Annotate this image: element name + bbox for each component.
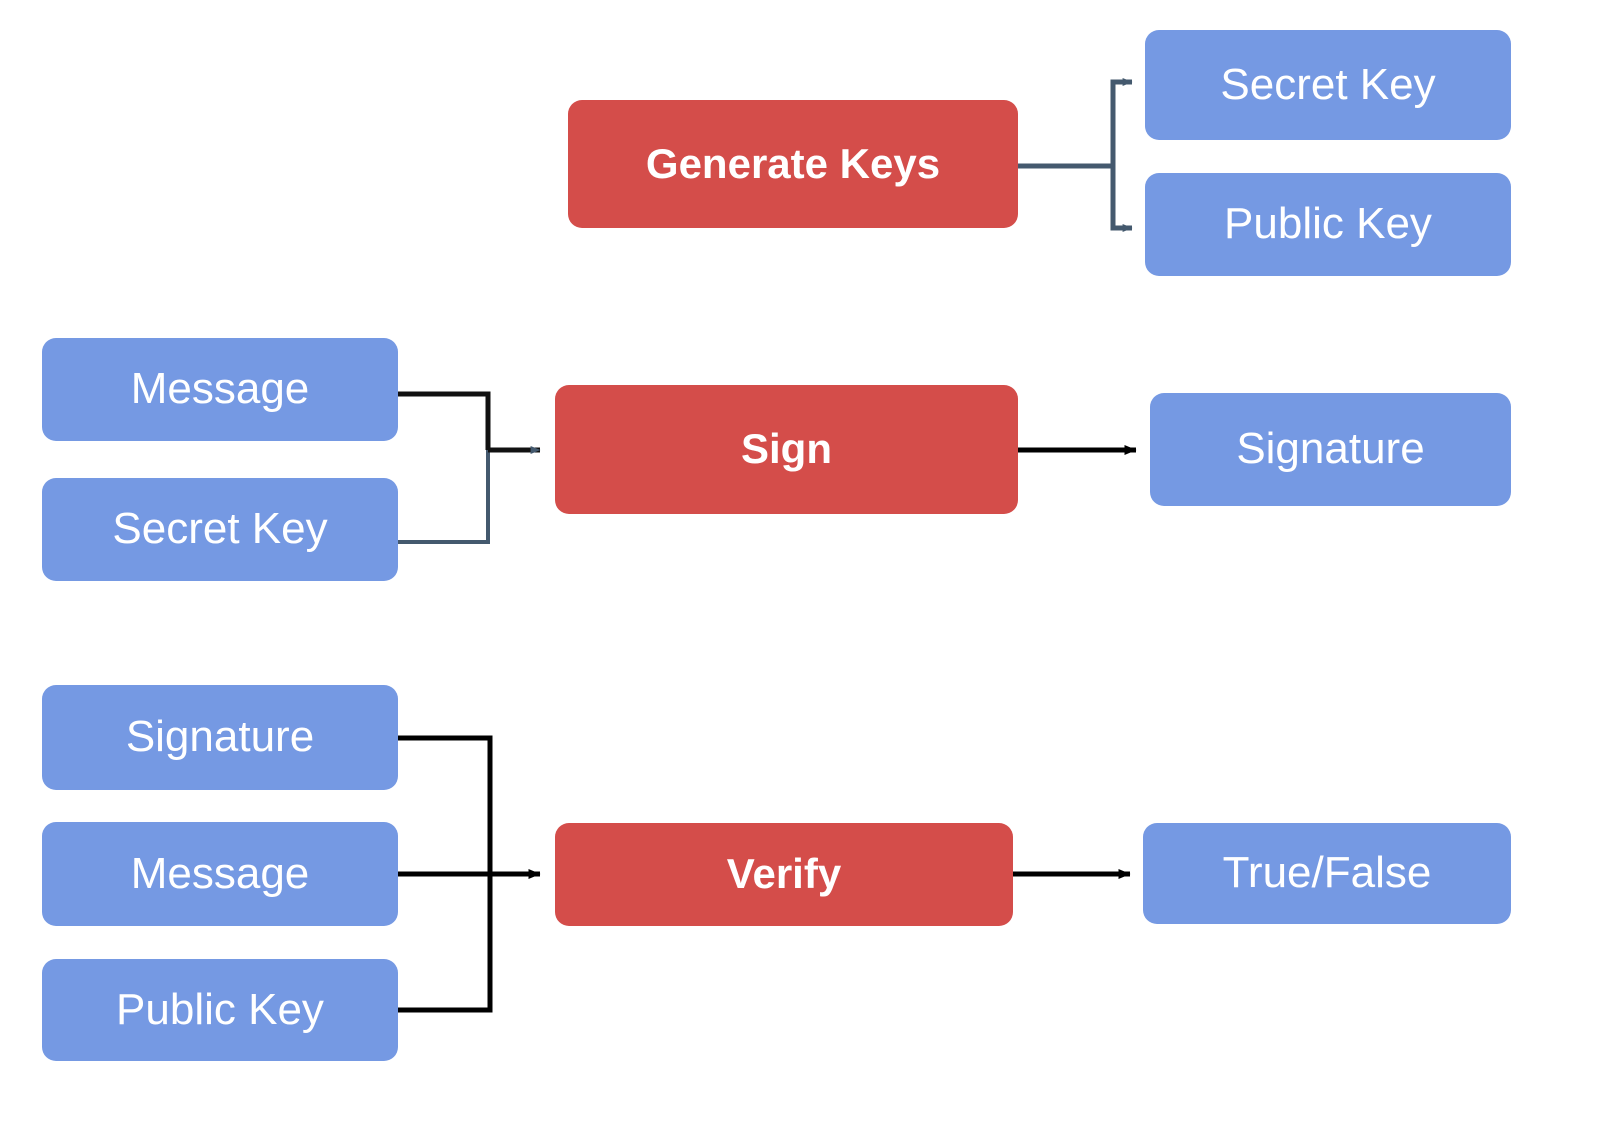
node-secret-key-output[interactable]: Secret Key: [1145, 30, 1511, 140]
node-message-sign-input[interactable]: Message: [42, 338, 398, 441]
node-truefalse-output[interactable]: True/False: [1143, 823, 1511, 924]
node-message-verify-input[interactable]: Message: [42, 822, 398, 926]
node-signature-verify-input[interactable]: Signature: [42, 685, 398, 790]
edge-generate-keys-to-public-key: [1110, 166, 1133, 232]
node-public-key-output[interactable]: Public Key: [1145, 173, 1511, 276]
edge-secret-key-to-sign: [398, 450, 490, 544]
node-sign-operation[interactable]: Sign: [555, 385, 1018, 514]
node-secret-key-sign-input[interactable]: Secret Key: [42, 478, 398, 581]
node-generate-keys[interactable]: Generate Keys: [568, 100, 1018, 228]
node-verify-operation[interactable]: Verify: [555, 823, 1013, 926]
edge-public-key-to-verify: [398, 874, 493, 1013]
node-signature-output[interactable]: Signature: [1150, 393, 1511, 506]
node-public-key-verify-input[interactable]: Public Key: [42, 959, 398, 1061]
edge-signature-to-verify: [398, 735, 493, 874]
edge-message-to-sign: [398, 391, 491, 450]
edge-generate-keys-to-secret-key: [1018, 78, 1133, 169]
